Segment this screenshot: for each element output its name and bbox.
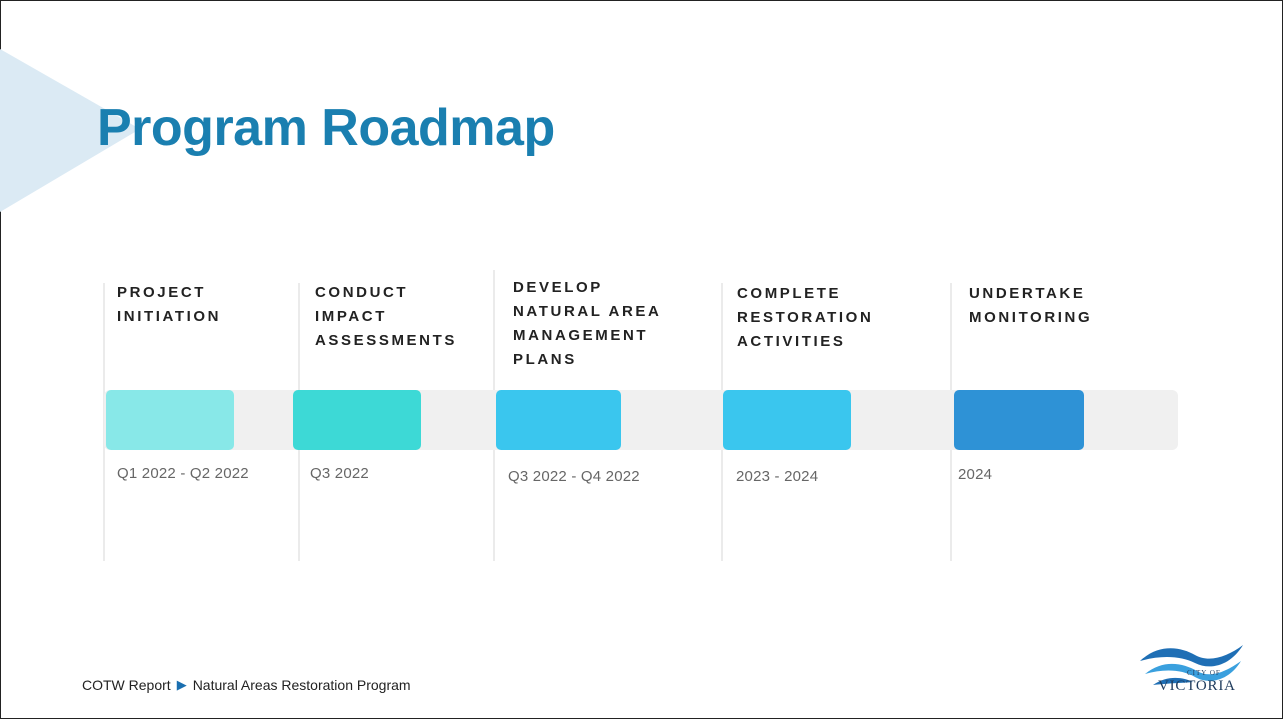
phase-date: 2024: [958, 466, 993, 483]
footer-report: COTW Report: [82, 677, 171, 693]
city-of-victoria-logo: [1140, 645, 1243, 685]
phase-date: 2023 - 2024: [736, 468, 819, 485]
footer-program: Natural Areas Restoration Program: [192, 677, 411, 693]
phase-bar: [954, 390, 1084, 450]
phase-bar: [106, 390, 234, 450]
phase-bar: [496, 390, 621, 450]
phase-date: Q3 2022 - Q4 2022: [508, 468, 640, 485]
phase-date: Q3 2022: [310, 465, 369, 482]
phase-title: DEVELOP NATURAL AREA MANAGEMENT PLANS: [513, 279, 662, 368]
phase-title: CONDUCT IMPACT ASSESSMENTS: [315, 284, 457, 349]
slide-footer: COTW Report ▶ Natural Areas Restoration …: [82, 677, 411, 693]
logo-city-text: CITY OF: [1187, 669, 1221, 677]
phase-bar: [723, 390, 851, 450]
decorative-triangle: [0, 49, 140, 212]
phase-bar: [293, 390, 421, 450]
phase-date: Q1 2022 - Q2 2022: [117, 465, 249, 482]
phase-title: UNDERTAKE MONITORING: [969, 285, 1093, 326]
logo-name-text: VICTORIA: [1158, 678, 1236, 694]
right-triangle-icon: ▶: [176, 677, 187, 692]
slide-title: Program Roadmap: [97, 99, 555, 157]
phase-title: PROJECT INITIATION: [117, 284, 222, 325]
phase-title: COMPLETE RESTORATION ACTIVITIES: [737, 285, 874, 350]
